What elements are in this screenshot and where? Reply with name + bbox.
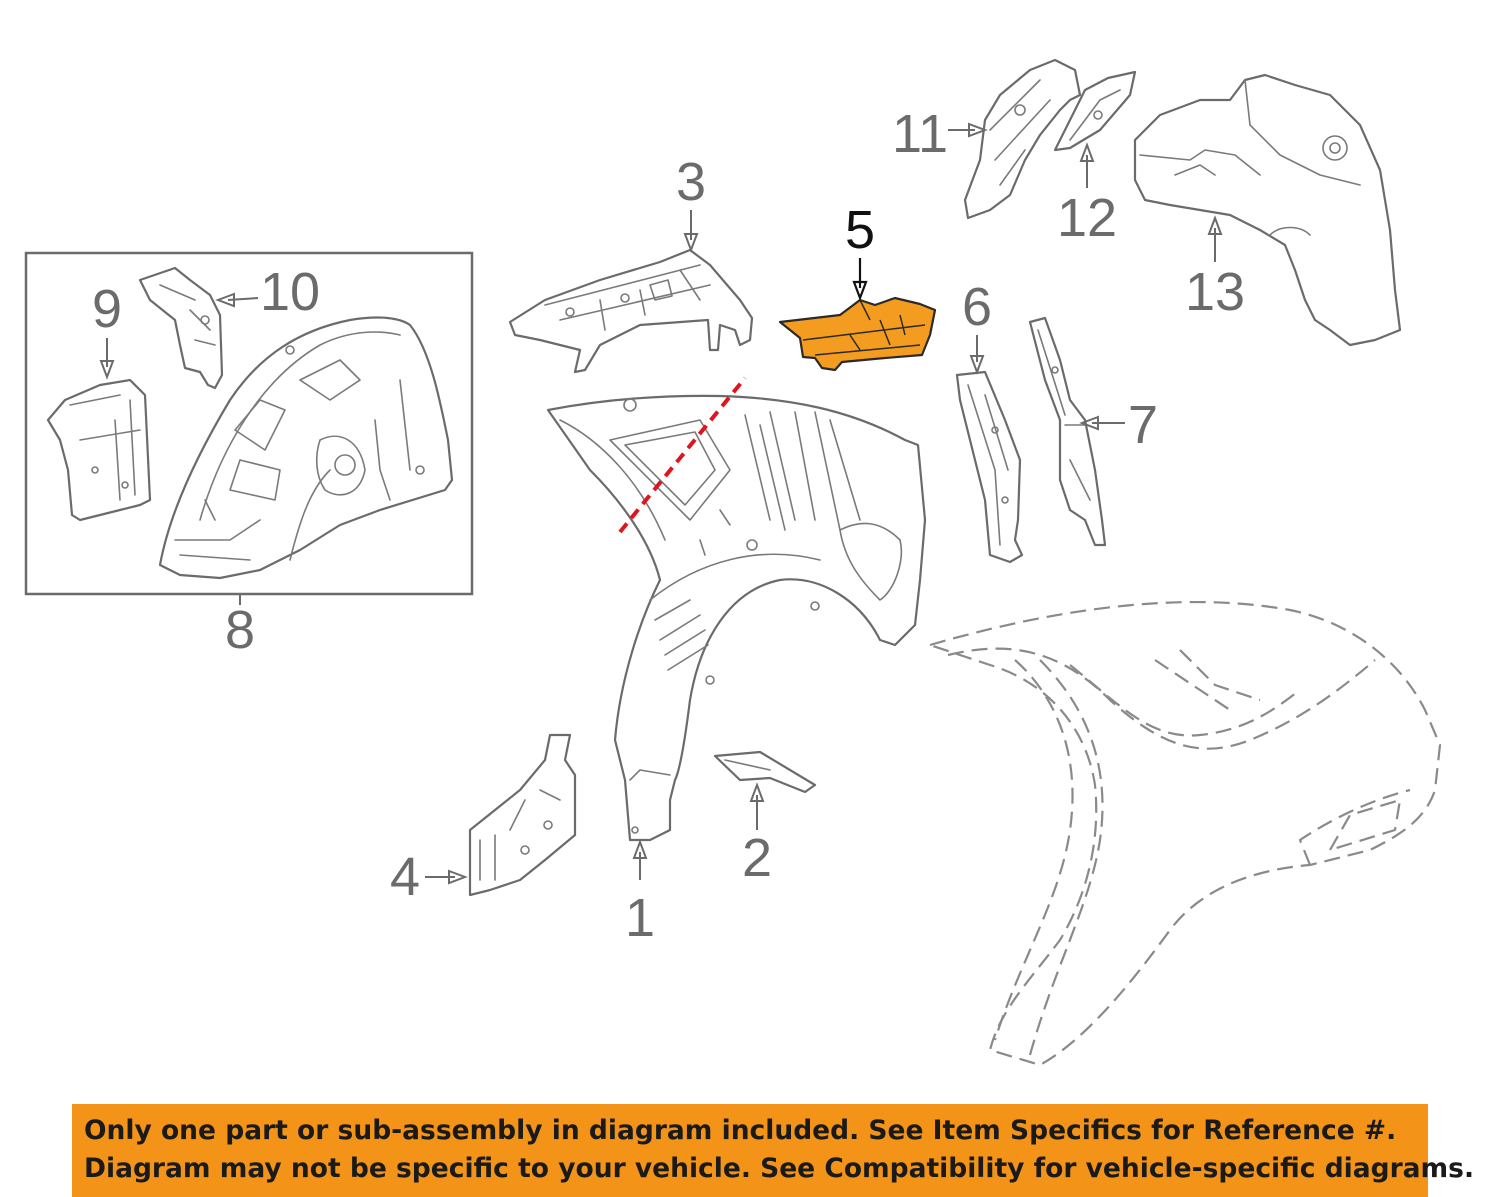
quarter-panel-outline [928,601,1442,1067]
callout-3: 3 [676,152,706,212]
callout-13: 13 [1185,262,1245,322]
callout-7: 7 [1128,395,1158,455]
part-13-wheelhouse-outer [1133,73,1402,347]
part-6-pillar [955,370,1024,564]
part-2-bracket [713,750,817,794]
disclaimer-line-1: Only one part or sub-assembly in diagram… [84,1115,1397,1146]
part-1-quarter-inner-panel [546,394,927,842]
callout-5: 5 [845,200,875,260]
part-11-upper-bracket [963,58,1082,220]
wheelhouse-assembly [158,316,454,580]
callout-4: 4 [390,847,420,907]
part-10-bracket [138,266,224,390]
callout-11: 11 [892,104,948,164]
part-7-brace [1028,316,1107,547]
callout-6: 6 [962,277,992,337]
parts-diagram: 1 2 3 4 5 6 7 8 9 10 11 12 13 [24,58,1442,1067]
callout-2: 2 [742,828,772,888]
part-9-inner-panel [46,378,152,522]
inset-box [24,251,474,596]
disclaimer-banner: Only one part or sub-assembly in diagram… [72,1104,1475,1197]
callout-10: 10 [260,262,320,322]
disclaimer-line-2: Diagram may not be specific to your vehi… [84,1153,1475,1184]
part-5-highlighted-bracket [778,296,937,372]
cut-line [618,376,747,534]
part-12-plate [1053,70,1137,152]
part-3-upper-rail [508,248,754,374]
callout-8: 8 [225,600,255,660]
callout-9: 9 [92,279,122,339]
callout-1: 1 [625,888,655,948]
leader-lines [99,122,1223,885]
callout-12: 12 [1057,188,1117,248]
part-4-lower-reinforcement [468,733,577,897]
